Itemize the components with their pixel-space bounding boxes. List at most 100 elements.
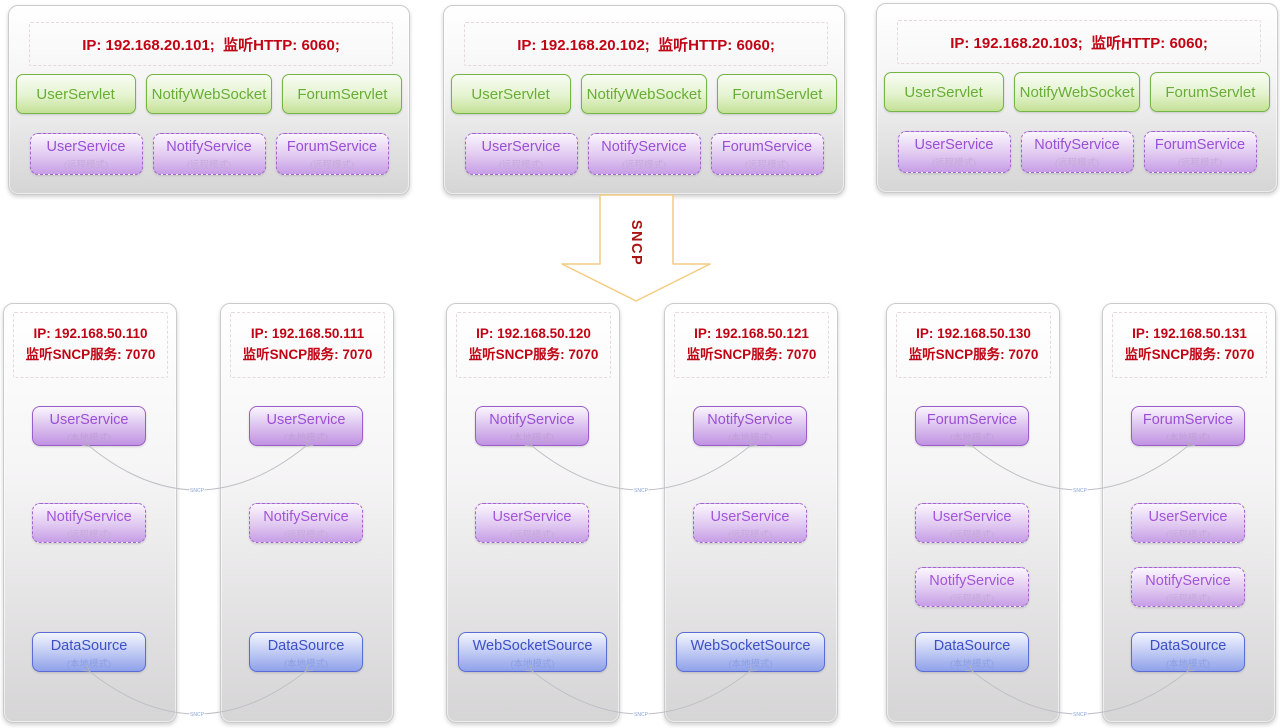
service-name: ForumService: [1154, 137, 1246, 153]
service-name: NotifyService: [263, 509, 349, 525]
ip-text: IP: 192.168.20.103; 监听HTTP: 6060;: [950, 34, 1208, 52]
service-name: DataSource: [267, 638, 345, 654]
ip-text: IP: 192.168.20.101; 监听HTTP: 6060;: [82, 36, 340, 54]
source-box: DataSource (本地模式): [1131, 632, 1245, 672]
service-box-local: ForumService (本地模式): [915, 406, 1029, 446]
source-box: WebSocketSource (本地模式): [458, 632, 607, 672]
service-name: DataSource: [933, 638, 1011, 654]
ip-line: 监听SNCP服务: 7070: [908, 347, 1039, 362]
service-mode: (远程模式): [63, 160, 109, 172]
ip-header: IP: 192.168.20.101; 监听HTTP: 6060;: [29, 22, 393, 66]
servlet-row: UserServlet NotifyWebSocket ForumServlet: [9, 74, 409, 114]
servlet-box: UserServlet: [883, 72, 1004, 112]
ip-header: IP: 192.168.50.131 监听SNCP服务: 7070: [1112, 312, 1267, 378]
service-box-remote: NotifyService (远程模式): [587, 133, 701, 175]
service-name: NotifyService: [601, 139, 687, 155]
node-panel: IP: 192.168.50.111 监听SNCP服务: 7070 UserSe…: [220, 303, 394, 723]
service-name: ForumService: [926, 412, 1018, 428]
service-box-local: NotifyService (本地模式): [475, 406, 589, 446]
service-mode: (本地模式): [66, 659, 112, 671]
service-name: NotifyService: [166, 139, 252, 155]
connector-label: SNCP: [1073, 712, 1088, 718]
service-mode: (本地模式): [66, 433, 112, 445]
servlet-box: ForumServlet: [1150, 72, 1271, 112]
service-box-remote: ForumService (远程模式): [710, 133, 824, 175]
service-mode: (本地模式): [949, 659, 995, 671]
service-box-remote: NotifyService (远程模式): [915, 567, 1029, 607]
service-box-remote: UserService (远程模式): [915, 503, 1029, 543]
servlet-box: NotifyWebSocket: [145, 74, 273, 114]
service-box-local: UserService (本地模式): [32, 406, 146, 446]
service-mode: (本地模式): [1165, 433, 1211, 445]
servlet-box: NotifyWebSocket: [580, 74, 708, 114]
service-box-remote: NotifyService (远程模式): [152, 133, 266, 175]
service-name: UserService: [932, 509, 1012, 525]
server-panel: IP: 192.168.20.103; 监听HTTP: 6060; UserSe…: [876, 3, 1278, 193]
ip-line: IP: 192.168.50.121: [694, 326, 809, 342]
ip-header: IP: 192.168.50.121 监听SNCP服务: 7070: [674, 312, 829, 378]
source-box: DataSource (本地模式): [249, 632, 363, 672]
servlet-row: UserServlet NotifyWebSocket ForumServlet: [877, 72, 1277, 112]
service-name: UserService: [46, 139, 126, 155]
service-mode: (远程模式): [1054, 158, 1100, 170]
service-box-remote: UserService (远程模式): [1131, 503, 1245, 543]
node-panel: IP: 192.168.50.130 监听SNCP服务: 7070 ForumS…: [886, 303, 1060, 723]
service-box-remote: NotifyService (远程模式): [249, 503, 363, 543]
service-mode: (远程模式): [949, 594, 995, 606]
ip-line: 监听SNCP服务: 7070: [686, 347, 817, 362]
ip-line: IP: 192.168.50.111: [250, 326, 365, 342]
source-box: WebSocketSource (本地模式): [676, 632, 825, 672]
service-name: NotifyService: [1034, 137, 1120, 153]
service-mode: (远程模式): [727, 530, 773, 542]
sncp-arrow-label: SNCP: [628, 219, 644, 267]
node-panel: IP: 192.168.50.121 监听SNCP服务: 7070 Notify…: [664, 303, 838, 723]
servlet-box: NotifyWebSocket: [1013, 72, 1141, 112]
service-mode: (远程模式): [1177, 158, 1223, 170]
ip-line: 监听SNCP服务: 7070: [468, 347, 599, 362]
service-mode: (本地模式): [728, 659, 773, 671]
service-name: UserService: [1148, 509, 1228, 525]
service-mode: (本地模式): [510, 659, 555, 671]
service-name: WebSocketSource: [690, 638, 811, 654]
ip-line: 监听SNCP服务: 7070: [242, 347, 373, 362]
ip-line: IP: 192.168.50.130: [916, 326, 1031, 342]
service-name: NotifyService: [707, 412, 793, 428]
service-name: DataSource: [50, 638, 128, 654]
service-mode: (远程模式): [1165, 530, 1211, 542]
service-box-local: ForumService (本地模式): [1131, 406, 1245, 446]
server-panel: IP: 192.168.20.101; 监听HTTP: 6060; UserSe…: [8, 5, 410, 195]
sncp-arrow-shape: [561, 194, 711, 302]
ip-header: IP: 192.168.20.103; 监听HTTP: 6060;: [897, 20, 1261, 64]
servlet-box: ForumServlet: [717, 74, 838, 114]
service-mode: (本地模式): [949, 433, 995, 445]
service-row: UserService (远程模式) NotifyService (远程模式) …: [9, 133, 409, 175]
service-mode: (本地模式): [283, 659, 329, 671]
service-row: UserService (远程模式) NotifyService (远程模式) …: [877, 131, 1277, 173]
ip-line: IP: 192.168.50.120: [476, 326, 591, 342]
ip-line: 监听SNCP服务: 7070: [1124, 347, 1255, 362]
service-mode: (远程模式): [1165, 594, 1211, 606]
service-name: UserService: [914, 137, 994, 153]
ip-header: IP: 192.168.50.111 监听SNCP服务: 7070: [230, 312, 385, 378]
service-row: UserService (远程模式) NotifyService (远程模式) …: [444, 133, 844, 175]
node-panel: IP: 192.168.50.131 监听SNCP服务: 7070 ForumS…: [1102, 303, 1276, 723]
service-name: NotifyService: [489, 412, 575, 428]
connector-label: SNCP: [190, 712, 205, 718]
service-mode: (远程模式): [283, 530, 329, 542]
service-name: DataSource: [1149, 638, 1227, 654]
ip-header: IP: 192.168.50.110 监听SNCP服务: 7070: [13, 312, 168, 378]
servlet-box: ForumServlet: [282, 74, 403, 114]
server-panel: IP: 192.168.20.102; 监听HTTP: 6060; UserSe…: [443, 5, 845, 195]
service-box-remote: ForumService (远程模式): [275, 133, 389, 175]
service-name: NotifyService: [929, 573, 1015, 589]
ip-line: IP: 192.168.50.131: [1132, 326, 1247, 342]
service-name: UserService: [266, 412, 346, 428]
ip-header: IP: 192.168.20.102; 监听HTTP: 6060;: [464, 22, 828, 66]
service-mode: (远程模式): [621, 160, 667, 172]
sncp-arrow: SNCP: [558, 193, 712, 305]
service-name: ForumService: [1142, 412, 1234, 428]
service-box-remote: NotifyService (远程模式): [1020, 131, 1134, 173]
service-mode: (本地模式): [283, 433, 329, 445]
service-box-local: UserService (本地模式): [249, 406, 363, 446]
service-name: UserService: [710, 509, 790, 525]
